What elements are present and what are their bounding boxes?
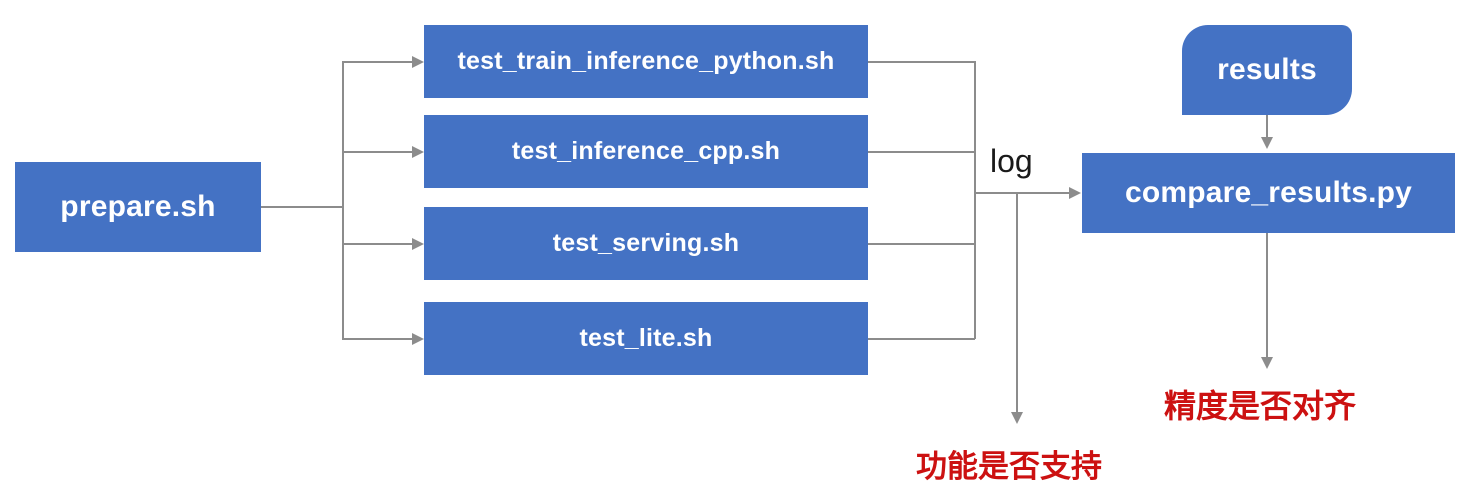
node-prepare-sh: prepare.sh	[15, 162, 261, 252]
arrowhead-into-test2	[412, 146, 424, 158]
arrowhead-into-test1	[412, 56, 424, 68]
edge-branch-test2-line	[342, 151, 413, 153]
arrowhead-into-compare	[1069, 187, 1081, 199]
edge-test1-out-line	[868, 61, 975, 63]
edge-log-to-compare-line	[974, 192, 1070, 194]
edge-left-trunk-line	[342, 61, 344, 339]
edge-compare-to-precision-line	[1266, 233, 1268, 358]
node-test-lite-sh: test_lite.sh	[424, 302, 868, 375]
edge-test3-out-line	[868, 243, 975, 245]
edge-branch-test1-line	[342, 61, 413, 63]
edge-test2-out-line	[868, 151, 975, 153]
edge-log-drop-line	[1016, 192, 1018, 413]
annotation-precision-aligned: 精度是否对齐	[1164, 388, 1357, 424]
edge-results-to-compare-line	[1266, 115, 1268, 138]
node-test-serving-sh: test_serving.sh	[424, 207, 868, 280]
node-results: results	[1182, 25, 1352, 115]
arrowhead-into-test4	[412, 333, 424, 345]
edge-right-trunk-line	[974, 61, 976, 339]
node-compare-results-py: compare_results.py	[1082, 153, 1455, 233]
log-edge-label: log	[990, 143, 1033, 179]
edge-branch-test4-line	[342, 338, 413, 340]
arrowhead-to-function-annotation	[1011, 412, 1023, 424]
arrowhead-into-test3	[412, 238, 424, 250]
node-test-train-inference-python-sh: test_train_inference_python.sh	[424, 25, 868, 98]
edge-test4-out-line	[868, 338, 975, 340]
arrowhead-results-into-compare	[1261, 137, 1273, 149]
edge-prepare-out-line	[261, 206, 343, 208]
edge-branch-test3-line	[342, 243, 413, 245]
arrowhead-to-precision-annotation	[1261, 357, 1273, 369]
node-test-inference-cpp-sh: test_inference_cpp.sh	[424, 115, 868, 188]
annotation-function-supported: 功能是否支持	[916, 449, 1102, 484]
